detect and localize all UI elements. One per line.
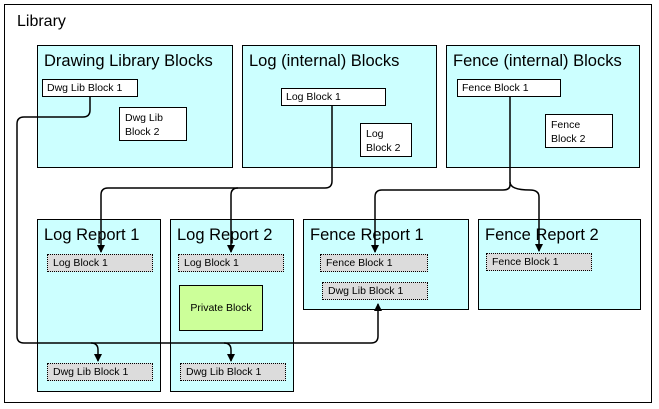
fence-block-1[interactable]: Fence Block 1 xyxy=(457,79,561,97)
log-report-2-dwg-lib-block-1-ref[interactable]: Dwg Lib Block 1 xyxy=(180,363,286,381)
fence-report-2-title: Fence Report 2 xyxy=(485,226,599,244)
library-title: Library xyxy=(17,13,66,30)
log-report-2-title: Log Report 2 xyxy=(177,226,273,244)
fence-internal-blocks-title: Fence (internal) Blocks xyxy=(453,52,622,70)
drawing-library-blocks-title: Drawing Library Blocks xyxy=(44,52,213,70)
log-report-1-dwg-lib-block-1-ref[interactable]: Dwg Lib Block 1 xyxy=(47,363,153,381)
log-block-2[interactable]: Log Block 2 xyxy=(360,123,412,157)
fence-report-1-title: Fence Report 1 xyxy=(310,226,424,244)
fence-report-1-dwg-lib-block-1-ref[interactable]: Dwg Lib Block 1 xyxy=(322,282,428,300)
log-report-1-title: Log Report 1 xyxy=(44,226,140,244)
private-block[interactable]: Private Block xyxy=(179,285,263,331)
fence-internal-blocks-group: Fence (internal) Blocks xyxy=(446,45,640,168)
log-internal-blocks-title: Log (internal) Blocks xyxy=(249,52,400,70)
log-report-2-log-block-1-ref[interactable]: Log Block 1 xyxy=(178,254,284,272)
fence-block-2[interactable]: Fence Block 2 xyxy=(545,114,613,148)
dwg-lib-block-1[interactable]: Dwg Lib Block 1 xyxy=(42,79,138,97)
log-report-1-log-block-1-ref[interactable]: Log Block 1 xyxy=(47,254,153,272)
log-block-1[interactable]: Log Block 1 xyxy=(281,88,386,106)
fence-report-2-fence-block-1-ref[interactable]: Fence Block 1 xyxy=(486,253,592,271)
dwg-lib-block-2[interactable]: Dwg Lib Block 2 xyxy=(119,107,187,141)
fence-report-1-fence-block-1-ref[interactable]: Fence Block 1 xyxy=(320,254,428,272)
